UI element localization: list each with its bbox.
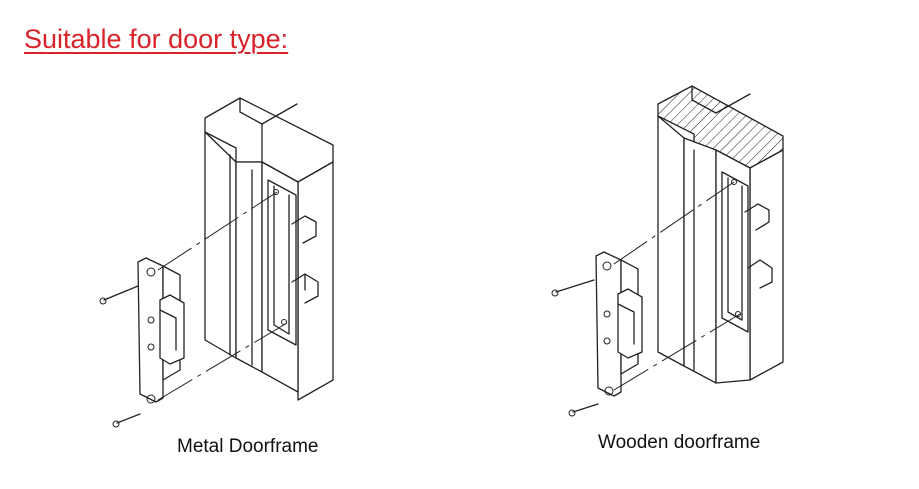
strike-plate-icon [595,251,643,397]
metal-projection-lines [157,191,288,401]
wooden-doorframe-illustration [657,85,784,384]
wooden-doorframe-caption: Wooden doorframe [598,432,761,453]
screw-icon [551,279,599,417]
strike-plate-icon [137,257,185,404]
metal-doorframe-illustration [204,97,334,401]
page-title: Suitable for door type: [24,24,289,54]
wooden-projection-lines [613,181,741,391]
metal-doorframe-caption: Metal Doorframe [177,436,319,457]
screw-icon [99,285,141,428]
